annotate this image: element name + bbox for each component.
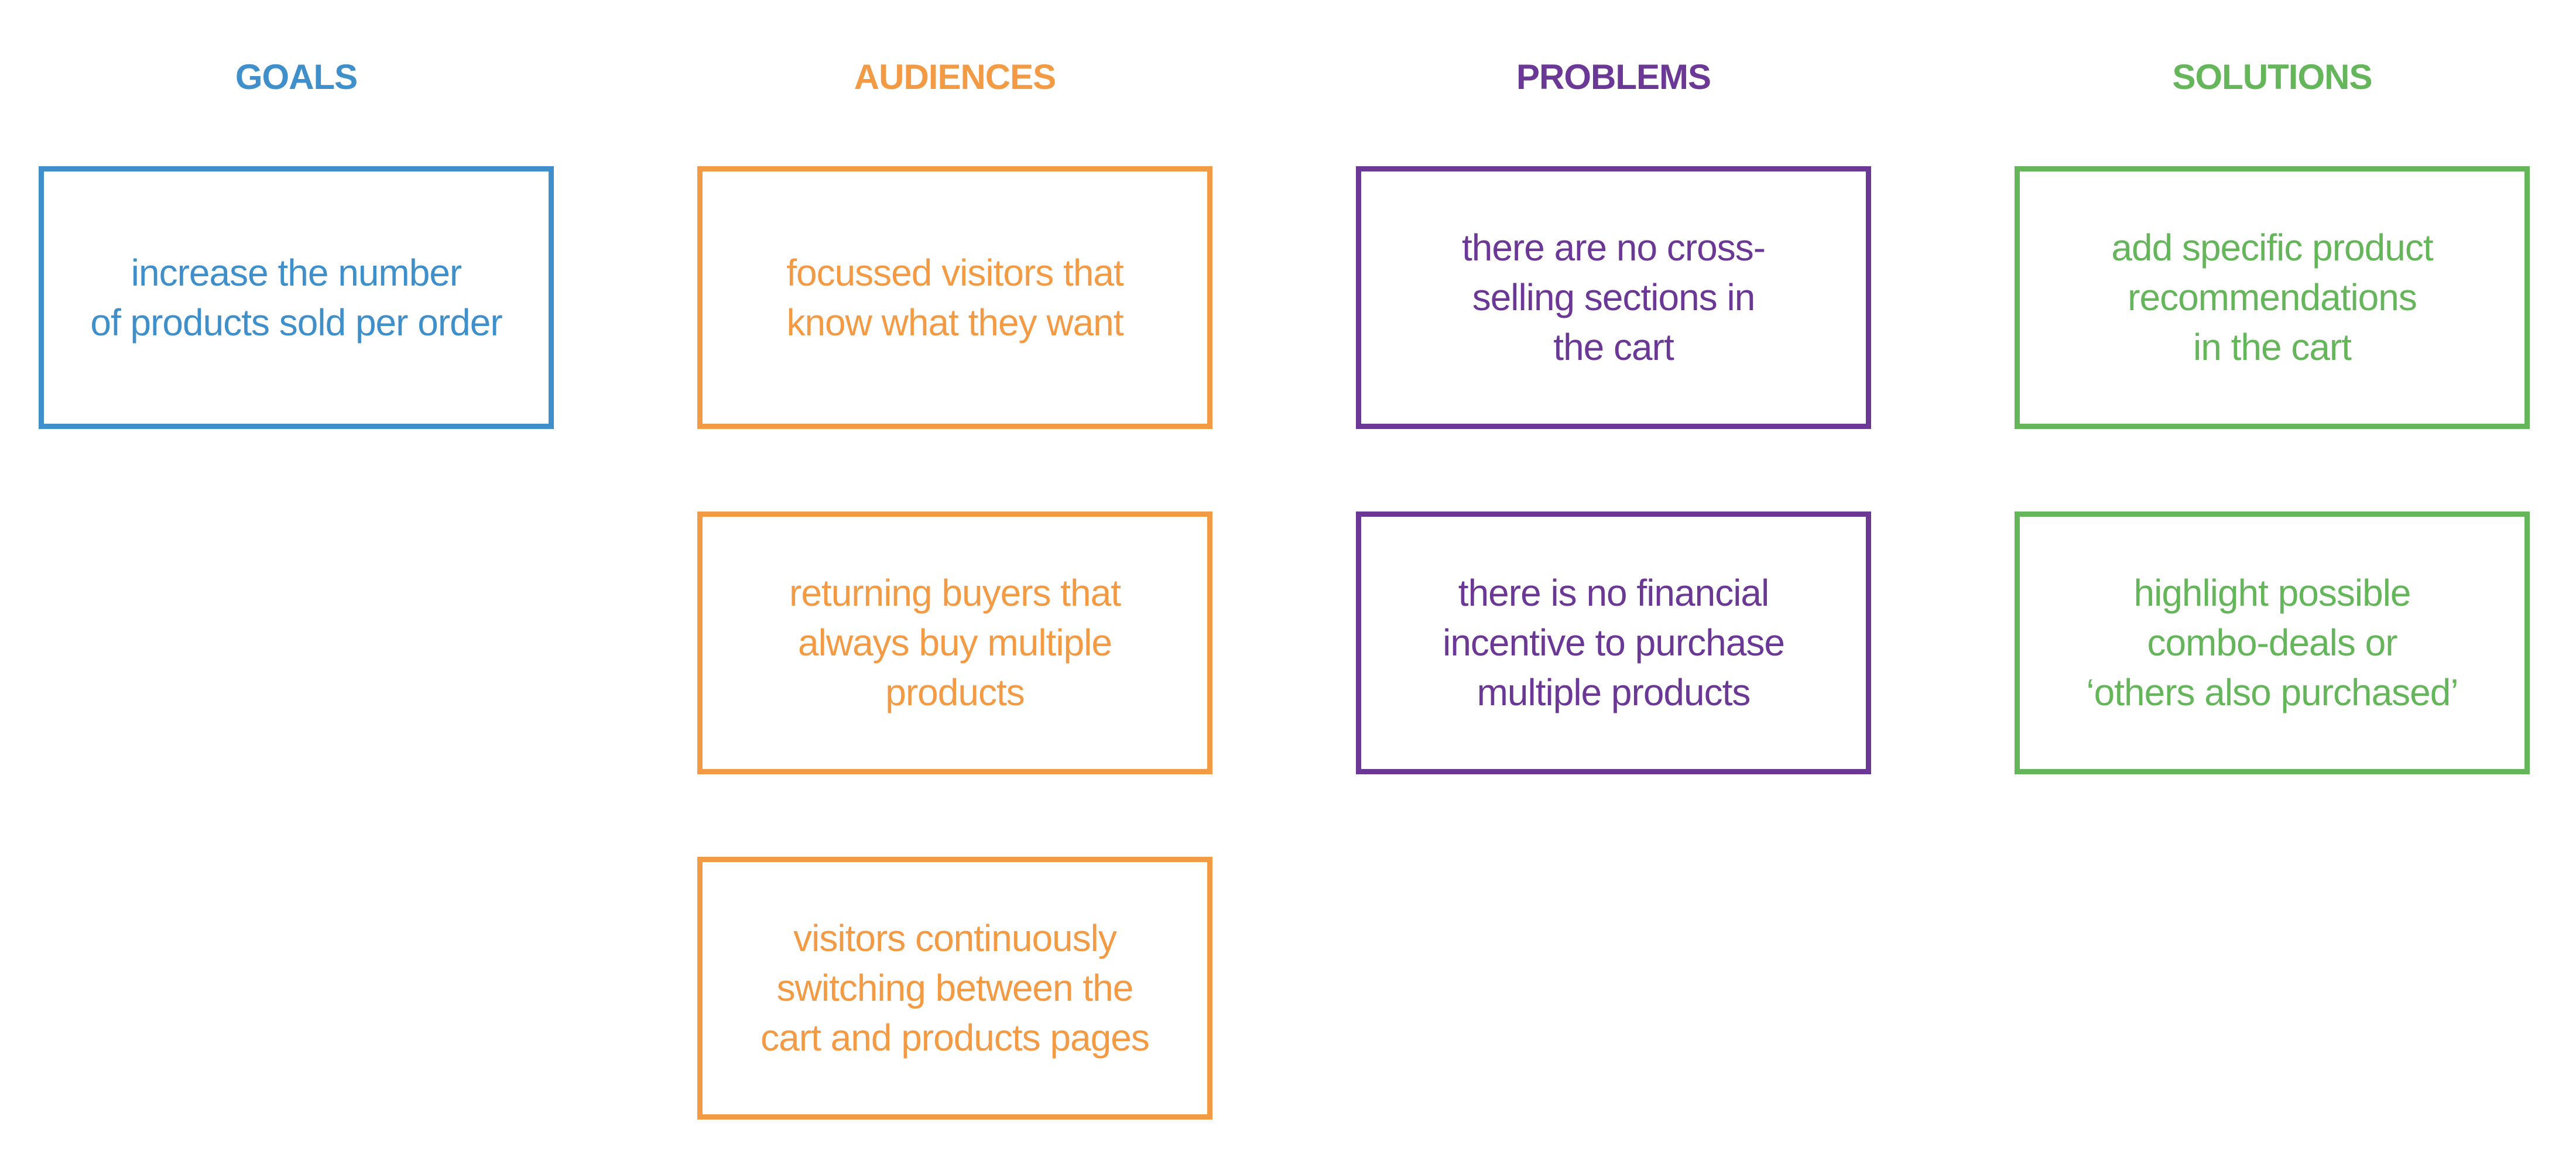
audience-card-text: returning buyers that always buy multipl… [789,572,1121,713]
solutions-heading: SOLUTIONS [2172,57,2372,97]
audiences-heading: AUDIENCES [854,57,1056,97]
audience-card: visitors continuously switching between … [697,857,1212,1120]
problem-card-text: there are no cross- selling sections in … [1461,226,1766,368]
problems-heading: PROBLEMS [1516,57,1711,97]
solution-card-text: highlight possible combo-deals or ‘other… [2086,572,2458,713]
problem-card: there are no cross- selling sections in … [1356,166,1871,429]
audience-card: returning buyers that always buy multipl… [697,512,1212,774]
goal-card: increase the number of products sold per… [39,166,554,429]
solution-card: highlight possible combo-deals or ‘other… [2015,512,2530,774]
audience-card-text: focussed visitors that know what they wa… [786,251,1124,344]
audience-card-text: visitors continuously switching between … [761,917,1150,1059]
solution-card: add specific product recommendations in … [2015,166,2530,429]
goal-card-text: increase the number of products sold per… [90,251,502,344]
problem-card: there is no financial incentive to purch… [1356,512,1871,774]
problem-card-text: there is no financial incentive to purch… [1443,572,1785,713]
solution-card-text: add specific product recommendations in … [2111,226,2433,368]
audience-card: focussed visitors that know what they wa… [697,166,1212,429]
goals-heading: GOALS [235,57,358,97]
